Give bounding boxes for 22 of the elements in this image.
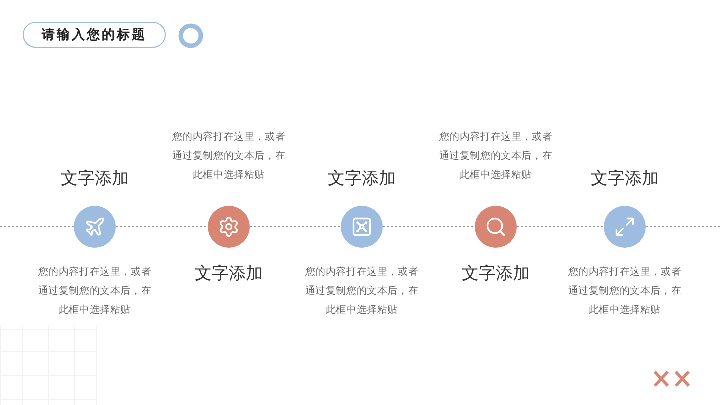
dotted-connector xyxy=(250,226,342,228)
step-heading: 文字添加 xyxy=(461,263,531,285)
step-description: 您的内容打在这里，或者通过复制您的文本后，在此框中选择粘贴 xyxy=(171,130,287,183)
dotted-connector xyxy=(516,226,604,228)
dotted-connector xyxy=(116,226,208,228)
step-heading: 文字添加 xyxy=(194,263,264,285)
icon-circle xyxy=(208,206,250,248)
title-pill: 请输入您的标题 xyxy=(23,22,166,48)
icon-circle xyxy=(475,206,517,248)
dotted-connector xyxy=(0,226,74,228)
step-heading: 文字添加 xyxy=(590,168,660,190)
icon-circle xyxy=(604,206,646,248)
step-description: 您的内容打在这里，或者通过复制您的文本后，在此框中选择粘贴 xyxy=(37,266,153,318)
dotted-connector xyxy=(646,226,720,228)
step-description: 您的内容打在这里，或者通过复制您的文本后，在此框中选择粘贴 xyxy=(438,130,554,183)
icon-circle xyxy=(341,206,383,248)
step-description: 您的内容打在这里，或者通过复制您的文本后，在此框中选择粘贴 xyxy=(304,266,420,318)
step-description: 您的内容打在这里，或者通过复制您的文本后，在此框中选择粘贴 xyxy=(567,266,683,318)
dotted-connector xyxy=(382,226,476,228)
step-heading: 文字添加 xyxy=(60,168,130,190)
step-heading: 文字添加 xyxy=(327,168,397,190)
icon-circle xyxy=(74,206,116,248)
